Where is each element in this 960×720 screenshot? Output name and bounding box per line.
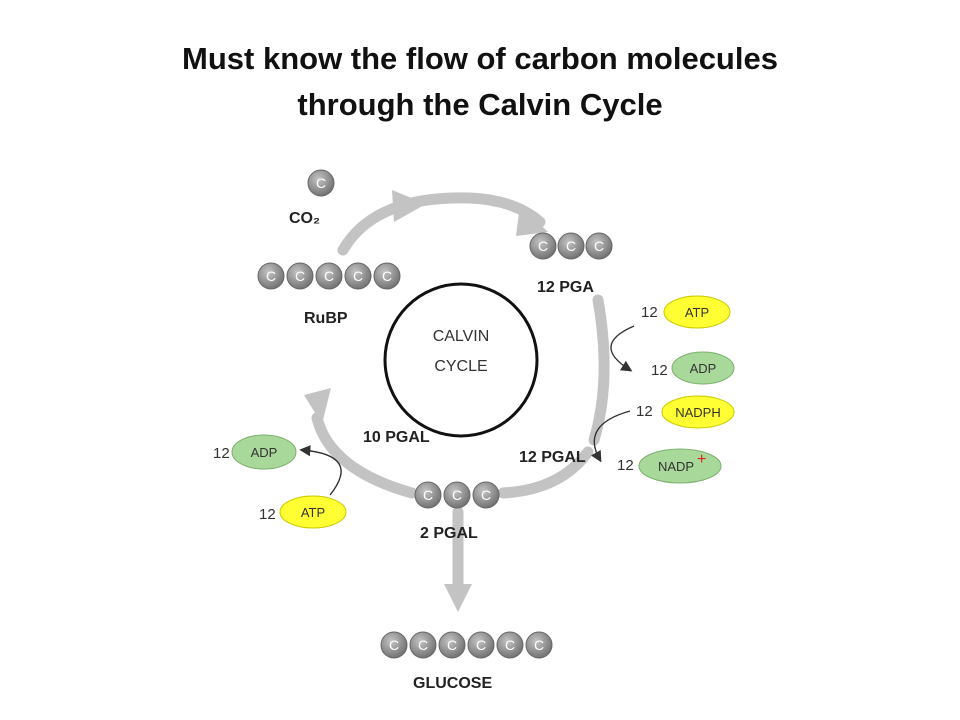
arrow-pga-down <box>588 294 610 446</box>
title-line-1: Must know the flow of carbon molecules <box>182 41 778 76</box>
carbon-label: C <box>389 637 399 653</box>
carbon-chain-pga: C C C <box>529 232 613 260</box>
label-co2: CO₂ <box>289 210 320 227</box>
nadp-label: NADP <box>658 459 694 474</box>
carbon-label: C <box>481 487 491 503</box>
carbon-label: C <box>476 637 486 653</box>
carbon-chain-pgal-bottom: C C C <box>414 481 500 509</box>
left-energy-inputs: 12 ADP 12 ATP <box>213 434 347 529</box>
carbon-atom <box>525 631 553 659</box>
label-pga: 12 PGA <box>537 279 594 296</box>
arrow-left-atp-to-adp <box>299 445 342 496</box>
atp-label: ATP <box>685 305 709 320</box>
carbon-label: C <box>316 175 326 191</box>
arrow-co2-to-pga <box>337 192 546 256</box>
carbon-atom <box>414 481 442 509</box>
nadp-count: 12 <box>617 457 634 474</box>
calvin-cycle-center: CALVIN CYCLE <box>383 282 539 438</box>
adp-label: ADP <box>690 361 717 376</box>
label-glucose: GLUCOSE <box>413 675 492 692</box>
carbon-atom <box>286 262 314 290</box>
cycle-arrowheads <box>304 190 548 612</box>
carbon-label: C <box>382 268 392 284</box>
arrow-bottom-to-left <box>311 412 418 499</box>
carbon-label: C <box>452 487 462 503</box>
carbon-atom <box>529 232 557 260</box>
carbon-atom <box>373 262 401 290</box>
carbon-chain-rubp: C C C C C <box>257 262 401 290</box>
atp-count: 12 <box>641 304 658 321</box>
nadph-pill <box>661 395 735 429</box>
nadph-count: 12 <box>636 403 653 420</box>
carbon-atom <box>409 631 437 659</box>
center-line-1: CALVIN <box>433 328 490 345</box>
arrowhead-pga <box>516 205 548 236</box>
title-line-2: through the Calvin Cycle <box>297 87 663 122</box>
carbon-label: C <box>295 268 305 284</box>
arrow-atp-to-adp <box>610 325 635 372</box>
arrow-pgal-to-bottom <box>497 446 594 499</box>
carbon-label: C <box>324 268 334 284</box>
arrowhead-left <box>304 388 331 424</box>
carbon-atom <box>467 631 495 659</box>
carbon-label: C <box>594 238 604 254</box>
center-circle <box>383 282 539 438</box>
label-pgal-right: 12 PGAL <box>519 449 586 466</box>
carbon-atom <box>496 631 524 659</box>
carbon-atom <box>443 481 471 509</box>
carbon-label: C <box>534 637 544 653</box>
arrowhead-co2 <box>392 190 426 222</box>
carbon-atom <box>472 481 500 509</box>
atp-pill <box>663 295 731 329</box>
carbon-label: C <box>423 487 433 503</box>
left-adp-pill <box>231 434 297 470</box>
arrow-nadph-to-nadp <box>590 410 631 463</box>
carbon-label: C <box>505 637 515 653</box>
carbon-atom <box>380 631 408 659</box>
adp-count: 12 <box>651 362 668 379</box>
left-atp-label: ATP <box>301 505 325 520</box>
carbon-co2: C <box>307 169 335 197</box>
carbon-atom <box>257 262 285 290</box>
left-atp-pill <box>279 495 347 529</box>
center-line-2: CYCLE <box>434 358 487 375</box>
carbon-label: C <box>418 637 428 653</box>
carbon-chain-glucose: C C C C C C <box>380 631 553 659</box>
carbon-atom <box>307 169 335 197</box>
right-energy-inputs: 12 ATP 12 ADP 12 NADPH 12 NADP + <box>590 295 735 484</box>
cycle-arrows <box>311 192 610 594</box>
left-adp-label: ADP <box>251 445 278 460</box>
carbon-label: C <box>266 268 276 284</box>
carbon-label: C <box>538 238 548 254</box>
carbon-atom <box>438 631 466 659</box>
label-pgal-left: 10 PGAL <box>363 429 430 446</box>
label-rubp: RuBP <box>304 310 348 327</box>
carbon-atom <box>315 262 343 290</box>
nadp-pill <box>638 448 722 484</box>
page-title: Must know the flow of carbon molecules t… <box>0 36 960 128</box>
carbon-atom <box>344 262 372 290</box>
carbon-atom <box>557 232 585 260</box>
label-pgal-bottom: 2 PGAL <box>420 525 478 542</box>
adp-pill <box>671 351 735 385</box>
nadph-label: NADPH <box>675 405 721 420</box>
carbon-label: C <box>447 637 457 653</box>
nadp-plus: + <box>697 451 706 468</box>
carbon-label: C <box>353 268 363 284</box>
arrowhead-glucose <box>444 584 472 612</box>
left-adp-count: 12 <box>213 445 230 462</box>
carbon-atom <box>585 232 613 260</box>
carbon-label: C <box>566 238 576 254</box>
left-atp-count: 12 <box>259 506 276 523</box>
